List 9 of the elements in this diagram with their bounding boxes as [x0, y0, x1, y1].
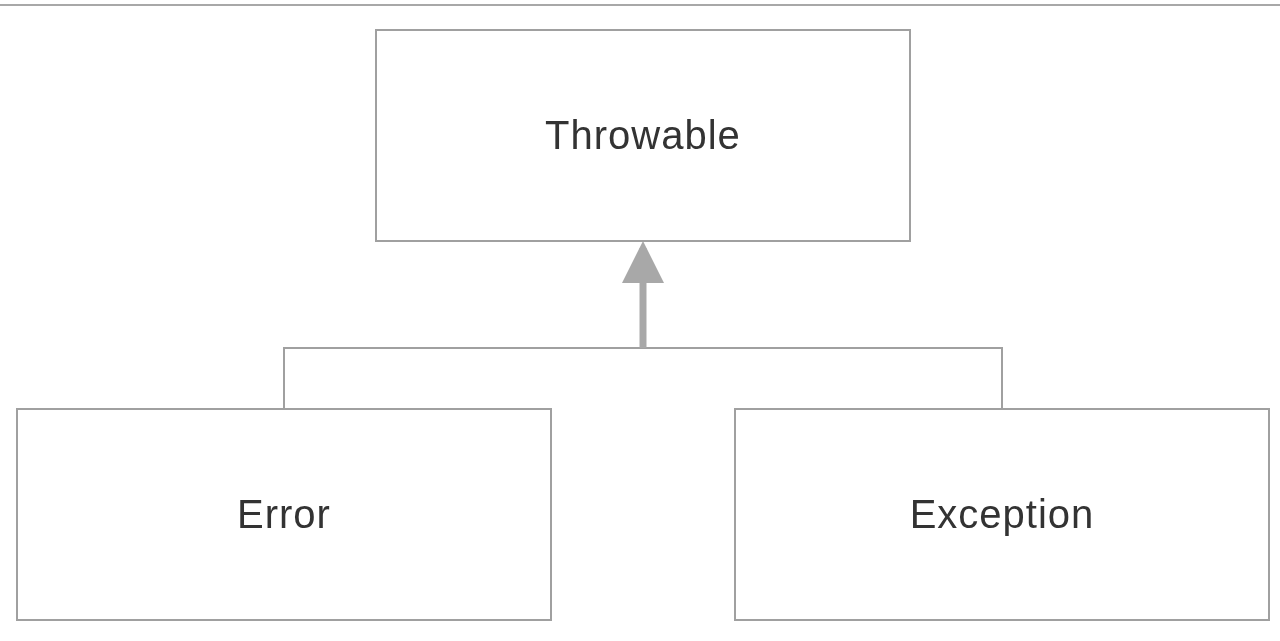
class-box	[16, 408, 552, 621]
connector-line	[642, 347, 1003, 409]
class-name: Error	[237, 492, 331, 537]
class-box	[734, 408, 1270, 621]
class-box	[375, 29, 911, 242]
class-name: Throwable	[545, 113, 741, 158]
connector-line	[283, 347, 644, 409]
class-name: Exception	[909, 492, 1095, 537]
arrow	[622, 241, 664, 348]
